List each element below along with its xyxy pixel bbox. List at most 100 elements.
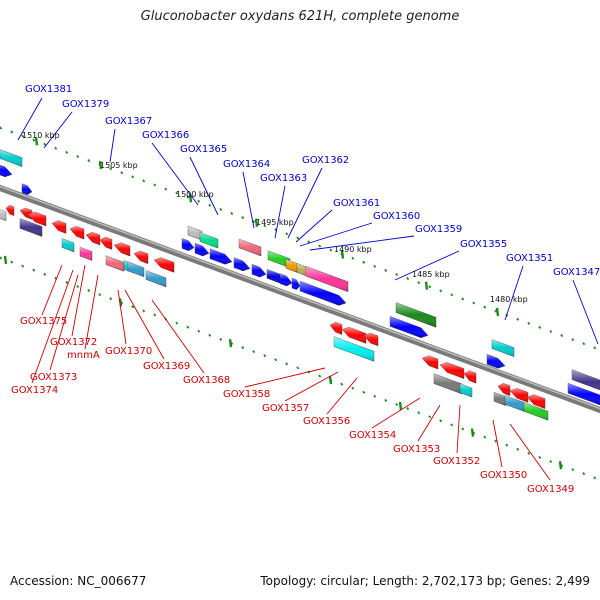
gene-shading bbox=[292, 278, 300, 290]
gene-label-forward: GOX1367 bbox=[105, 116, 152, 127]
gene-shading bbox=[396, 302, 436, 328]
leader-line bbox=[49, 274, 79, 371]
scale-tick bbox=[32, 138, 36, 142]
scale-tick bbox=[296, 236, 300, 240]
gene-shading bbox=[492, 339, 514, 357]
scale-tick bbox=[142, 179, 146, 183]
scale-tick bbox=[406, 277, 410, 281]
scale-tick bbox=[527, 451, 531, 455]
major-tick bbox=[254, 218, 259, 227]
gene-shading bbox=[464, 370, 476, 384]
gene-shading bbox=[239, 238, 261, 257]
backbone-highlight bbox=[0, 185, 600, 410]
scale-tick bbox=[98, 293, 102, 297]
leader-line bbox=[151, 299, 205, 374]
gene-label-forward: GOX1363 bbox=[260, 173, 307, 184]
gene-shading bbox=[52, 220, 66, 234]
gene-shading bbox=[280, 273, 292, 287]
gene-label-forward: GOX1355 bbox=[460, 239, 507, 250]
gene-label-reverse: GOX1353 bbox=[393, 444, 440, 455]
scale-tick bbox=[131, 305, 135, 309]
scale-tick bbox=[175, 321, 179, 325]
gene-shading bbox=[146, 270, 166, 287]
scale-tick bbox=[109, 167, 113, 171]
leader-line bbox=[456, 404, 461, 454]
kbp-label: 1495 kbp bbox=[256, 218, 294, 227]
scale-tick bbox=[340, 382, 344, 386]
gene-label-forward: GOX1381 bbox=[25, 84, 72, 95]
gene-label-reverse: GOX1372 bbox=[50, 337, 97, 348]
gene-shading bbox=[128, 261, 144, 277]
gene-shading bbox=[505, 395, 525, 412]
kbp-label: 1505 kbp bbox=[100, 161, 138, 170]
scale-tick bbox=[406, 407, 410, 411]
scale-tick bbox=[21, 264, 25, 268]
leader-line bbox=[492, 419, 503, 468]
leader-line bbox=[109, 128, 116, 163]
gene-shading bbox=[527, 394, 545, 409]
scale-tick bbox=[285, 362, 289, 366]
leader-line bbox=[274, 185, 286, 239]
gene-shading bbox=[422, 355, 438, 370]
scale-tick bbox=[417, 411, 421, 415]
gene-shading bbox=[100, 236, 112, 250]
gene-shading bbox=[70, 226, 84, 240]
scale-tick bbox=[483, 435, 487, 439]
leader-line bbox=[151, 142, 199, 206]
gene-label-reverse: GOX1356 bbox=[303, 416, 350, 427]
gene-label-reverse: mnmA bbox=[67, 350, 100, 361]
gene-shading bbox=[6, 205, 14, 216]
gene-shading bbox=[487, 354, 505, 369]
gene-label-reverse: GOX1352 bbox=[433, 456, 480, 467]
leader-line bbox=[295, 209, 333, 243]
scale-tick bbox=[549, 329, 553, 334]
major-tick bbox=[558, 461, 563, 470]
major-tick bbox=[424, 281, 429, 290]
scale-tick bbox=[76, 154, 80, 159]
gene-label-forward: GOX1351 bbox=[506, 253, 553, 264]
gene-shading bbox=[0, 149, 22, 167]
kbp-label: 1510 kbp bbox=[22, 131, 60, 140]
leader-line bbox=[287, 167, 323, 239]
gene-shading bbox=[62, 238, 74, 252]
scale-tick bbox=[362, 260, 366, 264]
scale-tick bbox=[241, 215, 245, 220]
leader-line bbox=[41, 264, 63, 316]
leader-line bbox=[572, 279, 599, 345]
scale-tick bbox=[219, 337, 223, 341]
scale-tick bbox=[54, 146, 58, 150]
scale-tick bbox=[593, 346, 597, 350]
gene-shading bbox=[106, 255, 124, 272]
scale-tick bbox=[384, 268, 388, 272]
genome-summary-text: Topology: circular; Length: 2,702,173 bp… bbox=[260, 574, 590, 588]
leader-line bbox=[326, 377, 358, 415]
kbp-label: 1490 kbp bbox=[334, 245, 372, 254]
leader-line bbox=[84, 274, 99, 350]
scale-tick bbox=[43, 272, 47, 276]
scale-tick bbox=[582, 472, 586, 476]
gene-label-reverse: GOX1373 bbox=[30, 372, 77, 383]
leader-line bbox=[31, 269, 74, 384]
gene-shading bbox=[434, 373, 462, 394]
gene-shading bbox=[286, 259, 298, 273]
gene-shading bbox=[440, 362, 464, 379]
scale-tick bbox=[538, 325, 542, 329]
leader-line bbox=[299, 222, 373, 247]
scale-tick bbox=[351, 386, 355, 390]
gene-label-forward: GOX1360 bbox=[373, 211, 420, 222]
leader-line bbox=[43, 111, 73, 149]
leader-line bbox=[189, 156, 219, 216]
scale-tick bbox=[362, 390, 366, 394]
gene-shading bbox=[297, 263, 307, 277]
gene-shading bbox=[86, 232, 100, 245]
gene-shading bbox=[252, 264, 266, 278]
scale-tick bbox=[560, 334, 564, 338]
scale-tick bbox=[296, 366, 300, 370]
scale-tick bbox=[351, 256, 355, 260]
scale-tick bbox=[395, 272, 399, 277]
gene-shading bbox=[182, 238, 194, 251]
gene-shading bbox=[114, 242, 130, 257]
gene-label-reverse: GOX1350 bbox=[480, 470, 527, 481]
gene-shading bbox=[20, 218, 42, 237]
